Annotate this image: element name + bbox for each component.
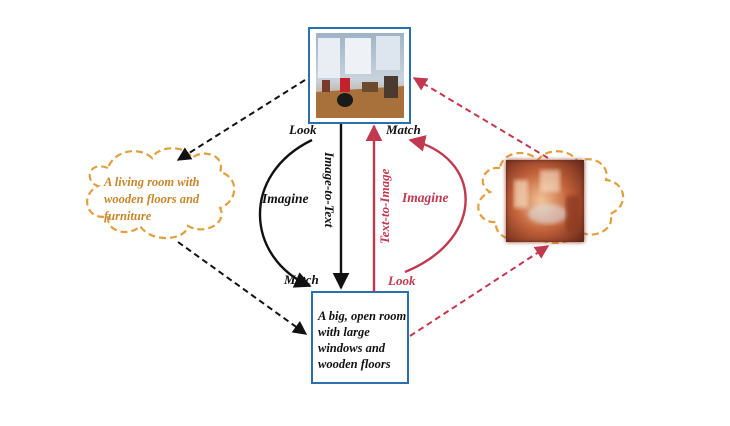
thought-cloud-left <box>86 147 236 240</box>
label-match-top: Match <box>385 122 421 137</box>
caption-box <box>311 291 409 384</box>
label-match-left: Match <box>283 272 319 287</box>
label-imagine-right: Imagine <box>401 190 449 205</box>
arrow-imagine-left <box>258 138 313 288</box>
dashed-arrow-imagined-to-photo <box>412 77 549 159</box>
label-look-left: Look <box>288 122 317 137</box>
photo-icon <box>308 27 411 124</box>
thought-cloud-caption: A living room with wooden floors and fur… <box>104 175 200 223</box>
label-imagine-left: Imagine <box>261 191 309 206</box>
text-caption: A big, open room with large windows and … <box>318 309 407 371</box>
dashed-arrow-photo-to-cloud <box>176 79 306 161</box>
dashed-arrow-caption-to-imagined <box>409 245 550 337</box>
imagined-photo-icon <box>506 160 584 242</box>
dashed-arrow-cloud-to-caption <box>177 241 308 335</box>
label-text-to-image: Text-to-Image <box>377 168 392 244</box>
arrow-imagine-right <box>404 135 467 274</box>
label-look-right: Look <box>387 273 416 288</box>
label-image-to-text: Image-to-Text <box>322 151 337 228</box>
